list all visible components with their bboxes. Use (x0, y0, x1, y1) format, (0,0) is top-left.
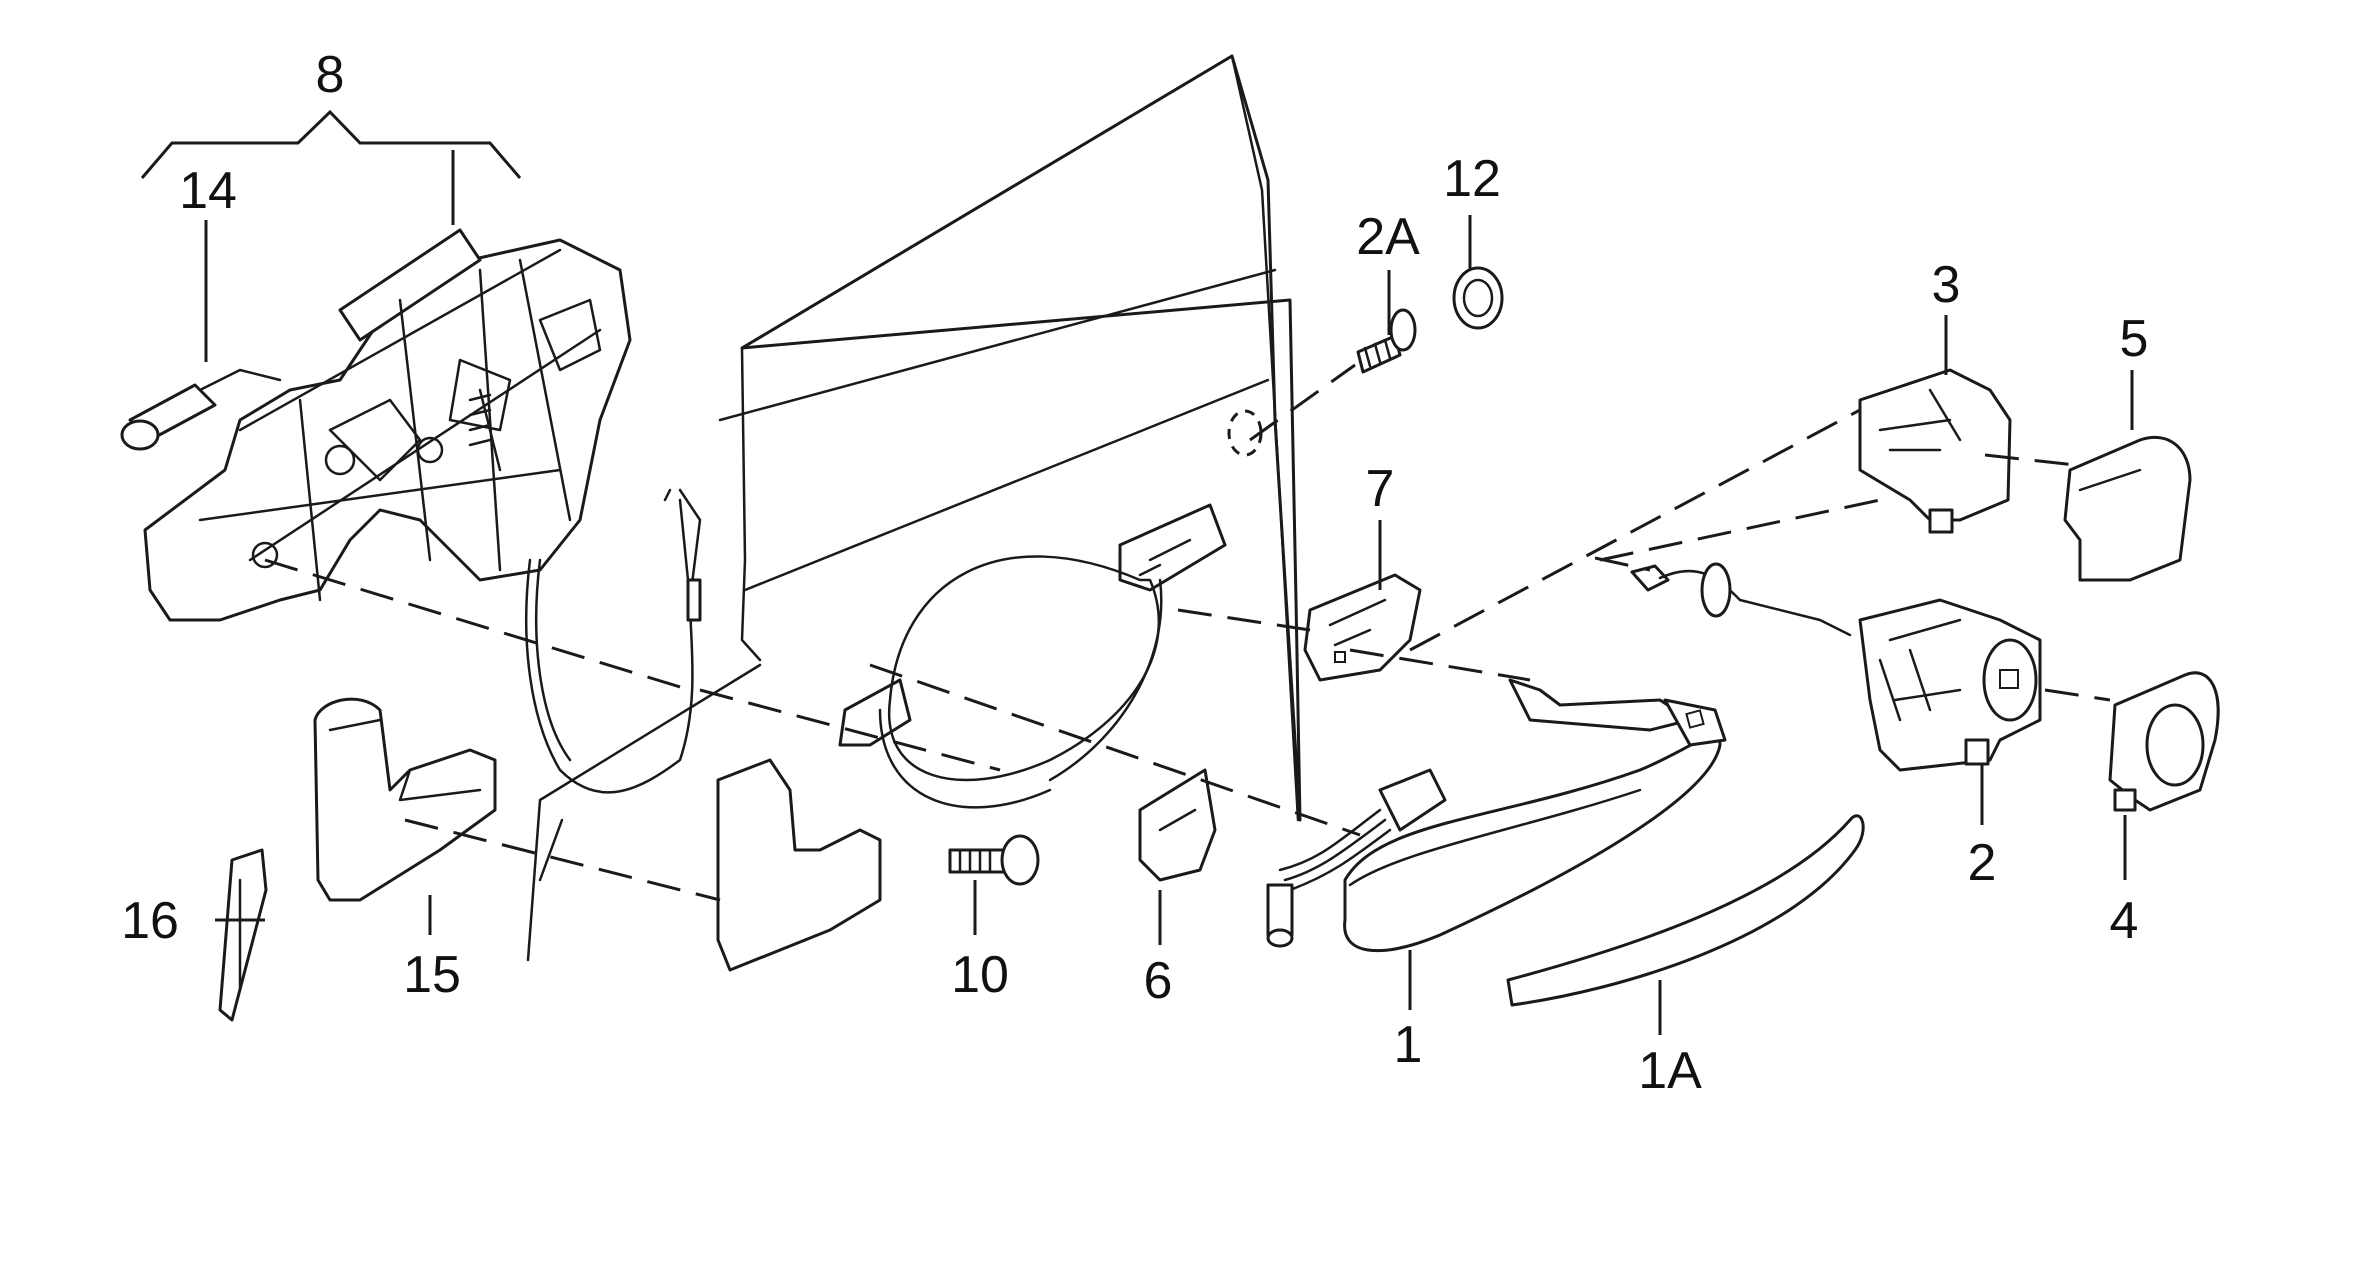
assembly-lines (264, 363, 2111, 902)
plug-12 (1452, 266, 1504, 330)
callout-1: 1 (1394, 1016, 1423, 1074)
leader-lines (140, 109, 2134, 1035)
handle-trim-strip (1506, 814, 1865, 1007)
screw-10 (948, 834, 1040, 886)
callout-1A: 1A (1638, 1042, 1702, 1100)
exterior-door-handle (1266, 678, 1727, 953)
callout-5: 5 (2120, 310, 2149, 368)
gasket-front (1303, 573, 1422, 682)
release-cable (525, 488, 702, 794)
callout-15: 15 (403, 946, 461, 1004)
callout-labels: 8 14 12 2A 3 5 7 16 15 10 6 1 1A 2 4 (121, 46, 2148, 1100)
clip-16 (218, 848, 268, 1022)
lock-cap-3 (1858, 368, 2012, 534)
end-cap-4 (2108, 671, 2220, 812)
callout-14: 14 (179, 162, 237, 220)
callout-8: 8 (316, 46, 345, 104)
callout-16: 16 (121, 892, 179, 950)
callout-2A: 2A (1356, 208, 1420, 266)
screw-2A (1356, 308, 1417, 374)
end-cap-5 (2063, 435, 2192, 582)
callout-4: 4 (2110, 892, 2139, 950)
callout-3: 3 (1932, 256, 1961, 314)
callout-12: 12 (1443, 150, 1501, 208)
seal-pad-rear (716, 758, 882, 972)
gasket-rear (1138, 768, 1217, 882)
handle-carrier-frame (838, 503, 1227, 809)
callout-7: 7 (1366, 460, 1395, 518)
callout-6: 6 (1144, 952, 1173, 1010)
lock-mechanism-assembly (120, 228, 632, 622)
lock-cylinder-2 (1630, 562, 2042, 772)
seal-pad-15 (313, 697, 497, 902)
callout-10: 10 (951, 946, 1009, 1004)
door-panel (526, 54, 1302, 962)
callout-2: 2 (1968, 834, 1997, 892)
